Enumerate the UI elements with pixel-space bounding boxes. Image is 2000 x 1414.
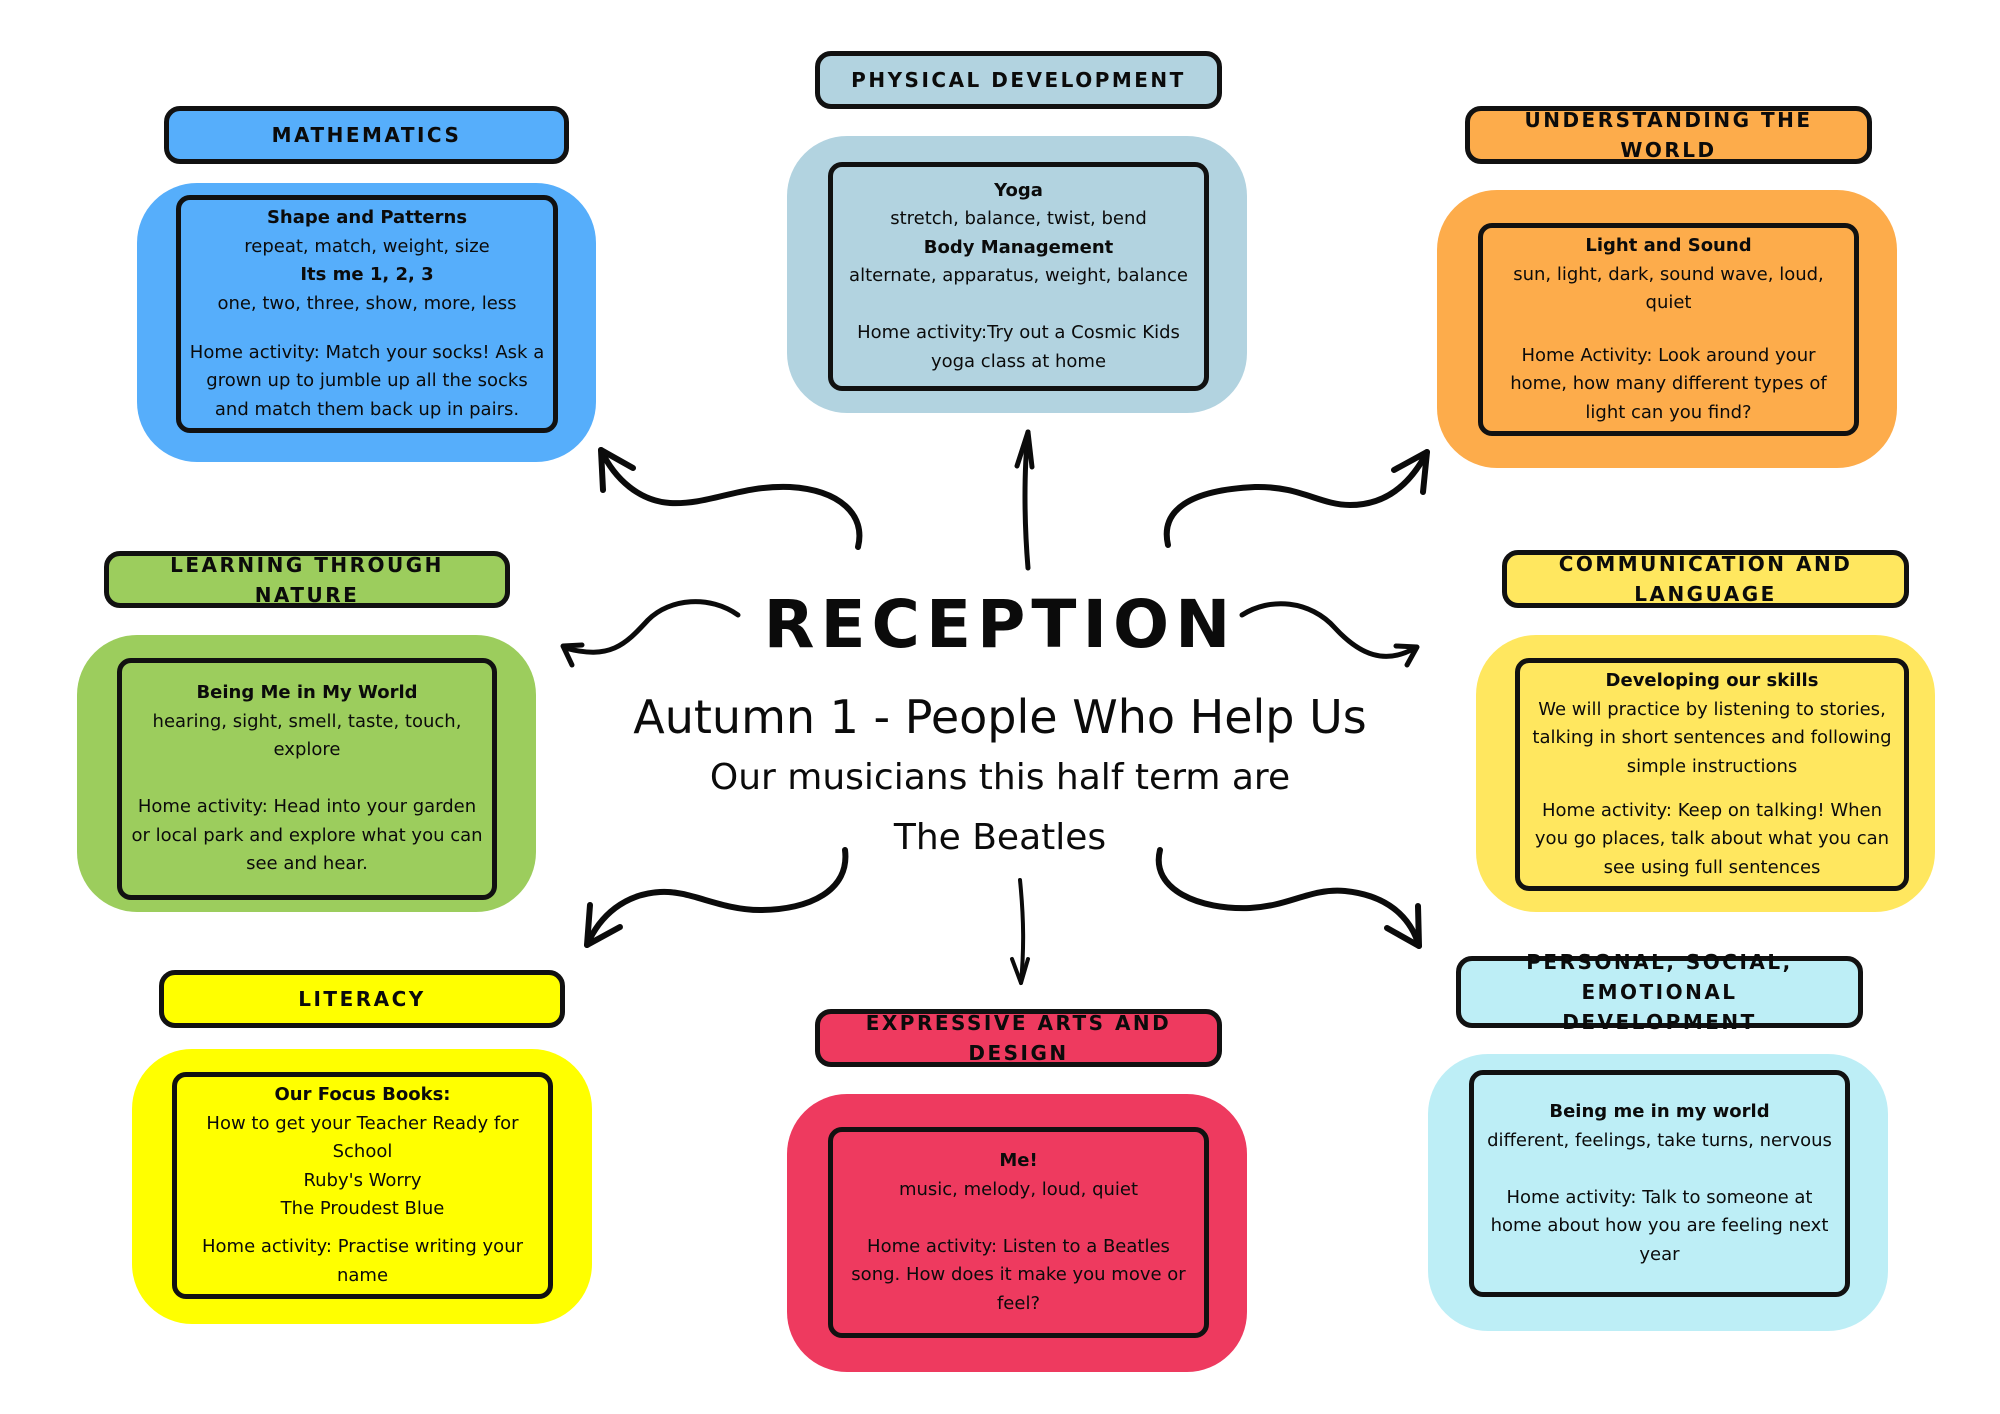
topic-title: Yoga: [994, 179, 1043, 201]
learning-through-nature-content: Being Me in My World hearing, sight, smel…: [117, 658, 497, 900]
topic-title: Me!: [999, 1150, 1038, 1171]
content-line: Home activity: Practise writing your nam…: [201, 1236, 523, 1286]
content-line: music, melody, loud, quiet: [898, 1178, 1139, 1200]
topic-title: Shape and Patterns: [266, 207, 468, 228]
arrow-to-expressive-arts-and-design: [1010, 878, 1030, 985]
page-title: RECEPTION: [763, 586, 1237, 663]
psed-heading: PERSONAL, SOCIAL, EMOTIONAL DEVELOPMENT: [1456, 950, 1863, 1034]
mathematics-content: Shape and Patterns repeat, match, weight,…: [176, 195, 558, 433]
communication-and-language-heading: COMMUNICATION AND LANGUAGE: [1502, 550, 1909, 608]
content-line: The Proudest Blue: [280, 1198, 445, 1219]
mathematics-heading: MATHEMATICS: [164, 106, 569, 164]
understanding-the-world-content: Light and Sound sun, light, dark, sound w…: [1478, 223, 1859, 436]
content-line: Home activity: Listen to a Beatles song.…: [851, 1235, 1186, 1314]
physical-development-heading: PHYSICAL DEVELOPMENT: [815, 51, 1222, 109]
content-line: repeat, match, weight, size: [244, 235, 490, 257]
literacy-heading: LITERACY: [159, 970, 565, 1028]
content-line: different, feelings, take turns, nervous: [1487, 1129, 1832, 1151]
topic-title: Body Management: [923, 236, 1114, 258]
content-line: alternate, apparatus, weight, balance: [849, 265, 1188, 287]
content-line: hearing, sight, smell, taste, touch, exp…: [152, 710, 462, 761]
learning-through-nature-heading: LEARNING THROUGH NATURE: [104, 551, 510, 608]
expressive-arts-and-design-heading: EXPRESSIVE ARTS AND DESIGN: [815, 1009, 1222, 1067]
content-line: Home activity: Match your socks! Ask a g…: [189, 341, 545, 420]
content-line: We will practice by listening to stories…: [1532, 698, 1892, 777]
content-line: Home Activity: Look around your home, ho…: [1510, 344, 1827, 423]
content-line: How to get your Teacher Ready for School: [206, 1112, 519, 1163]
arrow-to-mathematics: [598, 447, 863, 550]
content-line: stretch, balance, twist, bend: [890, 208, 1147, 230]
communication-and-language-content: Developing our skills We will practice by…: [1515, 658, 1909, 891]
topic-title: Its me 1, 2, 3: [300, 264, 434, 285]
term-title: Autumn 1 - People Who Help Us: [633, 690, 1367, 744]
literacy-content: Our Focus Books: How to get your Teacher …: [172, 1072, 553, 1299]
content-line: Ruby's Worry: [303, 1169, 422, 1191]
topic-title: Developing our skills: [1605, 670, 1819, 691]
content-line: Home activity: Head into your garden or …: [131, 796, 483, 875]
content-line: sun, light, dark, sound wave, loud, quie…: [1513, 263, 1824, 314]
content-line: Home activity: Talk to someone at home a…: [1490, 1186, 1829, 1265]
topic-title: Being me in my world: [1549, 1101, 1770, 1122]
arrow-to-understanding-the-world: [1163, 449, 1430, 548]
topic-title: Light and Sound: [1585, 235, 1752, 256]
topic-title: Our Focus Books:: [274, 1084, 451, 1105]
musicians-intro: Our musicians this half term are: [709, 757, 1291, 798]
content-line: Home activity: Keep on talking! When you…: [1534, 799, 1890, 878]
musicians-name: The Beatles: [893, 817, 1107, 858]
topic-title: Being Me in My World: [196, 682, 418, 704]
content-line: one, two, three, show, more, less: [217, 292, 517, 314]
content-line: Home activity:Try out a Cosmic Kids yoga…: [857, 322, 1180, 372]
arrow-to-physical-development: [1014, 429, 1035, 571]
understanding-the-world-heading: UNDERSTANDING THE WORLD: [1465, 106, 1872, 164]
psed-content: Being me in my world different, feelings,…: [1469, 1070, 1850, 1297]
